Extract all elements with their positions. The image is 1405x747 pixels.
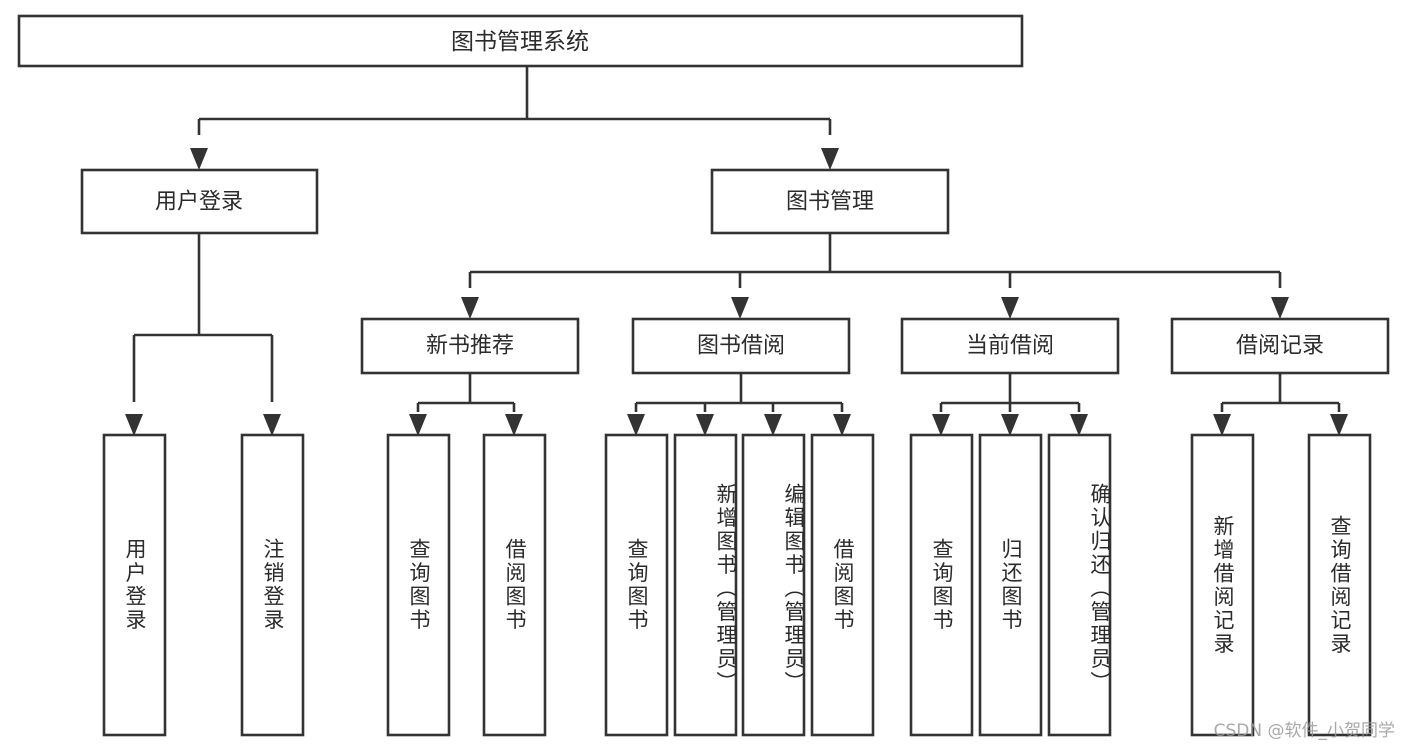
leaf-box-user-login-1[interactable]	[102, 433, 167, 737]
leaf-box-borrow-record-1[interactable]	[1190, 433, 1255, 737]
node-current-borrow-label: 当前借阅	[966, 334, 1054, 359]
node-borrow-record[interactable]	[1170, 317, 1390, 375]
arrow-to-user-login	[190, 148, 208, 170]
arrow-book-borrow-leaf-4	[833, 414, 851, 436]
arrow-user-login-leaf-1	[125, 414, 143, 436]
watermark-text: CSDN @软件_小贺同学	[1213, 721, 1395, 741]
leaf-box-current-borrow-2[interactable]	[978, 433, 1043, 737]
arrow-book-borrow-leaf-2	[696, 414, 714, 436]
arrow-current-borrow-leaf-1	[932, 414, 950, 436]
leaf-box-new-book-1[interactable]	[386, 433, 451, 737]
node-root[interactable]	[17, 14, 1024, 68]
arrow-current-borrow-leaf-2	[1001, 414, 1019, 436]
arrow-current-borrow-leaf-3	[1070, 414, 1088, 436]
arrow-book-borrow-leaf-3	[764, 414, 782, 436]
node-new-book-recommend-label: 新书推荐	[426, 334, 514, 359]
arrow-to-new-book-recommend	[461, 297, 479, 319]
leaf-box-book-borrow-3[interactable]	[741, 433, 806, 737]
node-book-borrow-label: 图书借阅	[697, 334, 785, 359]
node-user-login-label: 用户登录	[155, 190, 243, 215]
leaf-box-book-borrow-2[interactable]	[673, 433, 738, 737]
arrow-to-book-manage	[821, 148, 839, 170]
node-current-borrow[interactable]	[900, 317, 1120, 375]
leaf-box-current-borrow-3[interactable]	[1047, 433, 1112, 737]
node-book-borrow[interactable]	[631, 317, 851, 375]
arrow-new-book-leaf-2	[505, 414, 523, 436]
leaf-box-book-borrow-1[interactable]	[604, 433, 669, 737]
arrow-book-borrow-leaf-1	[627, 414, 645, 436]
leaf-box-new-book-2[interactable]	[482, 433, 547, 737]
arrow-borrow-record-leaf-1	[1213, 414, 1231, 436]
leaf-box-book-borrow-4[interactable]	[810, 433, 875, 737]
leaf-box-user-login-2[interactable]	[240, 433, 305, 737]
arrow-to-book-borrow	[731, 297, 749, 319]
arrow-to-borrow-record	[1271, 297, 1289, 319]
leaf-box-borrow-record-2[interactable]	[1307, 433, 1372, 737]
node-book-manage[interactable]	[710, 168, 950, 235]
arrow-new-book-leaf-1	[409, 414, 427, 436]
arrow-to-current-borrow	[1001, 297, 1019, 319]
node-new-book-recommend[interactable]	[360, 317, 580, 375]
arrow-user-login-leaf-2	[263, 414, 281, 436]
node-book-manage-label: 图书管理	[786, 190, 874, 215]
arrow-borrow-record-leaf-2	[1330, 414, 1348, 436]
node-borrow-record-label: 借阅记录	[1236, 334, 1324, 359]
leaf-box-current-borrow-1[interactable]	[909, 433, 974, 737]
node-root-label: 图书管理系统	[451, 29, 589, 55]
